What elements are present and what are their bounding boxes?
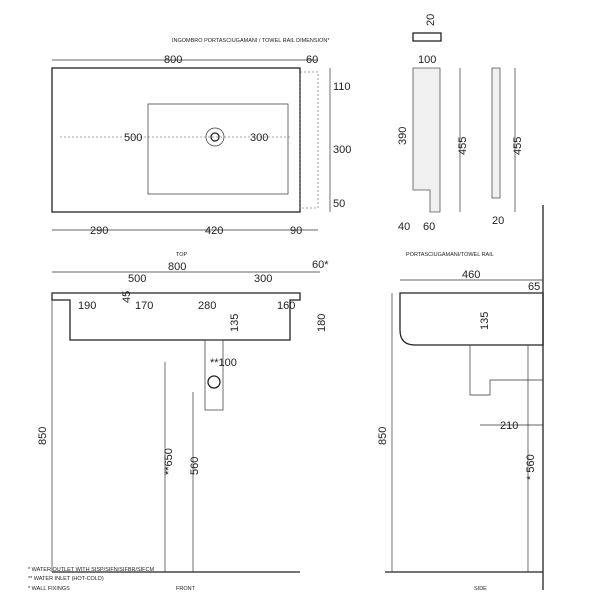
- dim-label: 65: [528, 281, 540, 293]
- dim-label: 455: [457, 137, 469, 155]
- dim-label: 20: [492, 215, 504, 227]
- dim-label: 60: [423, 221, 435, 233]
- front-view: 800 60* 500 300 190 170 280 160 45 135 1…: [37, 259, 329, 592]
- dim-label: 460: [462, 269, 480, 281]
- dim-label: 800: [168, 261, 186, 273]
- drain-inner-icon: [210, 132, 220, 142]
- basin-side-outline: [399, 292, 544, 346]
- dim-label: 560: [189, 457, 201, 475]
- dim-label: 300: [333, 144, 351, 156]
- rail-top-section: [412, 32, 442, 42]
- dim-label: 170: [135, 300, 153, 312]
- top-view: INGOMBRO PORTASCIUGAMANI / TOWEL RAIL DI…: [51, 38, 351, 258]
- dim-label: 135: [479, 312, 491, 330]
- dim-label: 90: [290, 225, 302, 237]
- dim-label: 100: [418, 54, 436, 66]
- dim-label: **650: [163, 448, 175, 475]
- view-caption-side: SIDE: [474, 586, 487, 592]
- siphon-pipe: [204, 339, 224, 411]
- basin-bowl-top: [147, 103, 289, 195]
- view-caption-rail: PORTASCIUGAMANI/TOWEL RAIL: [406, 252, 494, 258]
- view-caption-front: FRONT: [176, 586, 196, 592]
- dim-label: 60: [306, 54, 318, 66]
- dim-label: 420: [205, 225, 223, 237]
- dim-label: 50: [333, 198, 345, 210]
- towel-rail-outline: [299, 71, 319, 209]
- note: ** WATER INLET (HOT-COLD): [28, 576, 104, 582]
- dim-label: 180: [316, 314, 328, 332]
- dim-label: 45: [121, 291, 133, 303]
- dim-label: * 560: [525, 454, 537, 480]
- dim-label: 280: [198, 300, 216, 312]
- dim-label: 390: [397, 127, 409, 145]
- towel-rail-view: 20 100 390 455 455 40 60 20 PORTASCIUGAM…: [397, 14, 524, 258]
- dim-label: 160: [277, 300, 295, 312]
- view-caption-top: TOP: [176, 252, 188, 258]
- siphon-side: [469, 345, 543, 396]
- rail-front-shape: [412, 67, 441, 213]
- dim-label: 500: [124, 132, 142, 144]
- dim-label: 290: [90, 225, 108, 237]
- towel-rail-header: INGOMBRO PORTASCIUGAMANI / TOWEL RAIL DI…: [172, 38, 330, 44]
- dim-label: 190: [78, 300, 96, 312]
- dim-label: 850: [377, 427, 389, 445]
- dim-label: 40: [398, 221, 410, 233]
- dim-label: 110: [333, 81, 351, 93]
- siphon-trap-icon: [207, 375, 221, 389]
- dim-label: 500: [128, 273, 146, 285]
- dim-label: 135: [229, 314, 241, 332]
- notes: * WATER OUTLET WITH SISP/SIFN/SIFBR/SIFC…: [28, 567, 155, 592]
- dim-label: 455: [512, 137, 524, 155]
- side-view: 460 65 135 210 850 * 560 SIDE: [377, 205, 544, 592]
- note: * WALL FIXINGS: [28, 586, 70, 592]
- rail-side-shape: [491, 67, 501, 199]
- dim-label: 850: [37, 427, 49, 445]
- note: * WATER OUTLET WITH SISP/SIFN/SIFBR/SIFC…: [28, 567, 155, 573]
- dim-label: 210: [500, 420, 518, 432]
- dim-label: 300: [254, 273, 272, 285]
- dim-label: **100: [210, 357, 237, 369]
- dim-label: 300: [250, 132, 268, 144]
- dim-label: 20: [425, 14, 437, 26]
- dim-label: 60*: [312, 259, 329, 271]
- basin-front-outline: [51, 292, 301, 341]
- dim-label: 800: [164, 54, 182, 66]
